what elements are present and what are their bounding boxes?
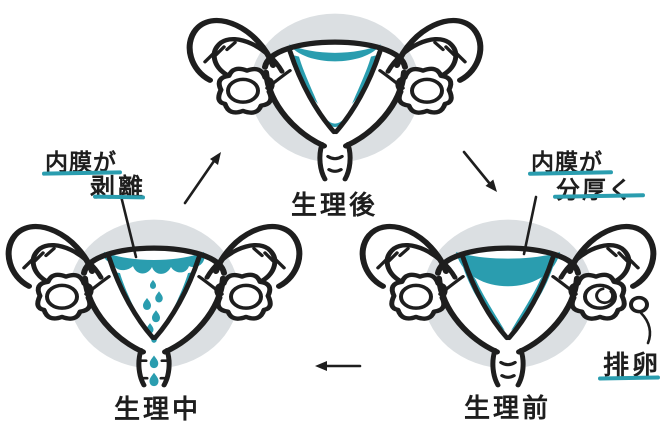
stage-label-before: 生理前 [464, 394, 552, 424]
stage-label-after: 生理後 [291, 191, 379, 221]
annotation-thickening-line2: 分厚く [556, 176, 634, 204]
uterus-during-illustration [0, 203, 314, 408]
uterus-after-illustration [175, 0, 495, 202]
stage-label-during: 生理中 [114, 395, 202, 425]
